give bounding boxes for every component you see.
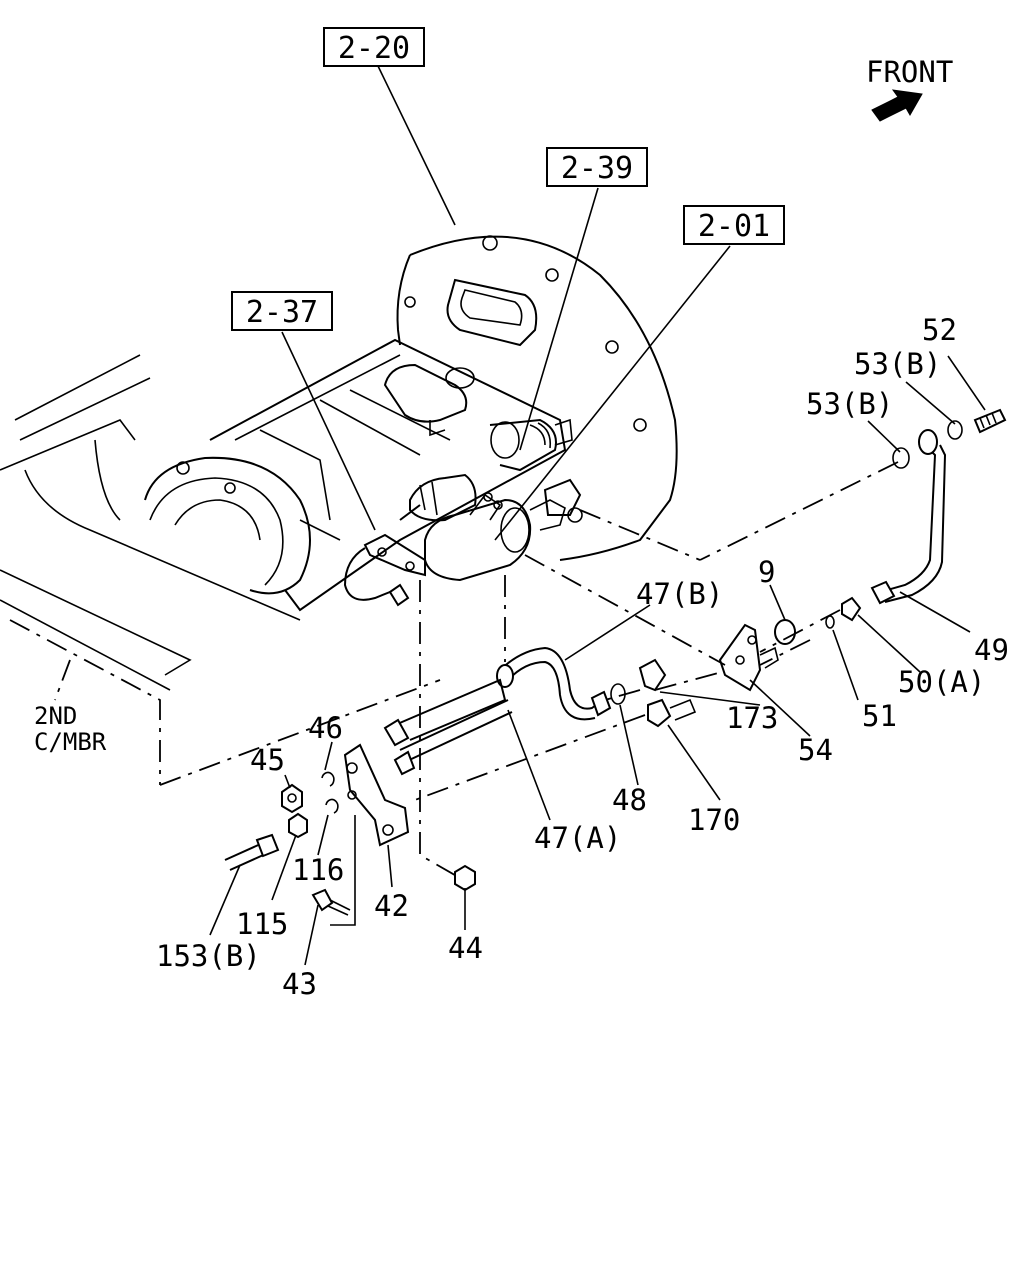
front-arrow-icon <box>871 89 923 122</box>
callout-49: 49 <box>974 633 1009 667</box>
callout-52: 52 <box>922 313 957 347</box>
callout-47b: 47(B) <box>636 577 723 611</box>
callout-53b-upper: 53(B) <box>854 347 941 381</box>
callout-115: 115 <box>236 907 288 941</box>
callout-9: 9 <box>758 555 775 589</box>
callout-47a: 47(A) <box>534 821 621 855</box>
callout-labels: 52 53(B) 53(B) 9 47(B) 49 50(A) 51 173 5… <box>156 313 1009 1001</box>
callout-43: 43 <box>282 967 317 1001</box>
callout-54: 54 <box>798 733 833 767</box>
callout-50a: 50(A) <box>898 665 985 699</box>
callout-45: 45 <box>250 743 285 777</box>
callout-53b-lower: 53(B) <box>806 387 893 421</box>
frame-label-line2: C/MBR <box>34 728 107 756</box>
ref-box-2-39[interactable]: 2-39 <box>546 147 648 187</box>
ref-box-label: 2-01 <box>698 209 770 244</box>
callout-170: 170 <box>688 803 740 837</box>
chassis-frame <box>0 354 441 786</box>
transmission-assembly <box>144 235 678 612</box>
callout-173: 173 <box>726 701 778 735</box>
ref-box-label: 2-39 <box>561 151 633 186</box>
pipe-lines <box>224 408 1007 926</box>
leader-lines <box>209 65 986 966</box>
callout-48: 48 <box>612 783 647 817</box>
ref-box-2-37[interactable]: 2-37 <box>231 291 333 331</box>
ref-box-label: 2-20 <box>338 31 410 66</box>
ref-box-2-01[interactable]: 2-01 <box>683 205 785 245</box>
ref-box-2-20[interactable]: 2-20 <box>323 27 425 67</box>
callout-44: 44 <box>448 931 483 965</box>
callout-116: 116 <box>292 853 344 887</box>
front-label: FRONT <box>866 55 953 89</box>
callout-46: 46 <box>308 711 343 745</box>
front-indicator: FRONT <box>866 55 953 122</box>
ref-box-label: 2-37 <box>246 295 318 330</box>
callout-51: 51 <box>862 699 897 733</box>
frame-label-line1: 2ND <box>34 702 77 730</box>
callout-42: 42 <box>374 889 409 923</box>
callout-153b: 153(B) <box>156 939 261 973</box>
